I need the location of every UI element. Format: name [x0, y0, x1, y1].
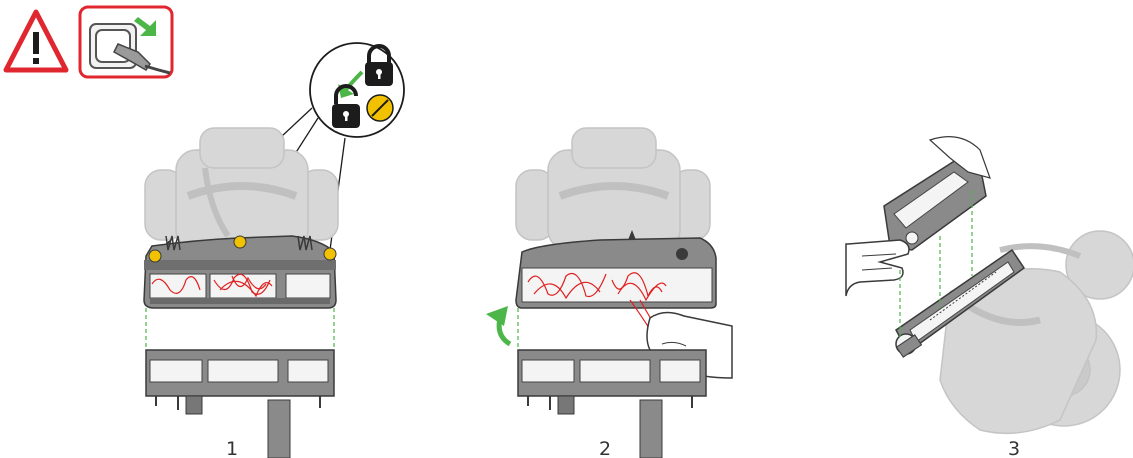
step-number-1: 1	[226, 438, 238, 458]
rotate-arrow-icon	[486, 306, 510, 344]
panel-step-2: 2	[486, 128, 732, 458]
cleaner-base	[518, 350, 706, 458]
panel-step-3: 3	[846, 137, 1133, 458]
step-number-3: 3	[1008, 438, 1020, 458]
panel-step-1: 1	[144, 128, 338, 458]
machine-body-faded	[940, 231, 1133, 433]
screw-center	[234, 236, 246, 248]
screw-coin-icon	[367, 95, 393, 121]
unplug-socket-icon	[80, 7, 172, 77]
sole-plate	[884, 137, 990, 250]
machine-body-faded	[145, 128, 338, 250]
step-number-2: 2	[599, 438, 611, 458]
warning-triangle-icon	[6, 12, 66, 70]
screw-left	[149, 250, 161, 262]
screw-right	[324, 248, 336, 260]
cleaner-head-open	[516, 230, 716, 308]
machine-body-faded	[516, 128, 710, 250]
cleaner-base	[146, 350, 334, 458]
